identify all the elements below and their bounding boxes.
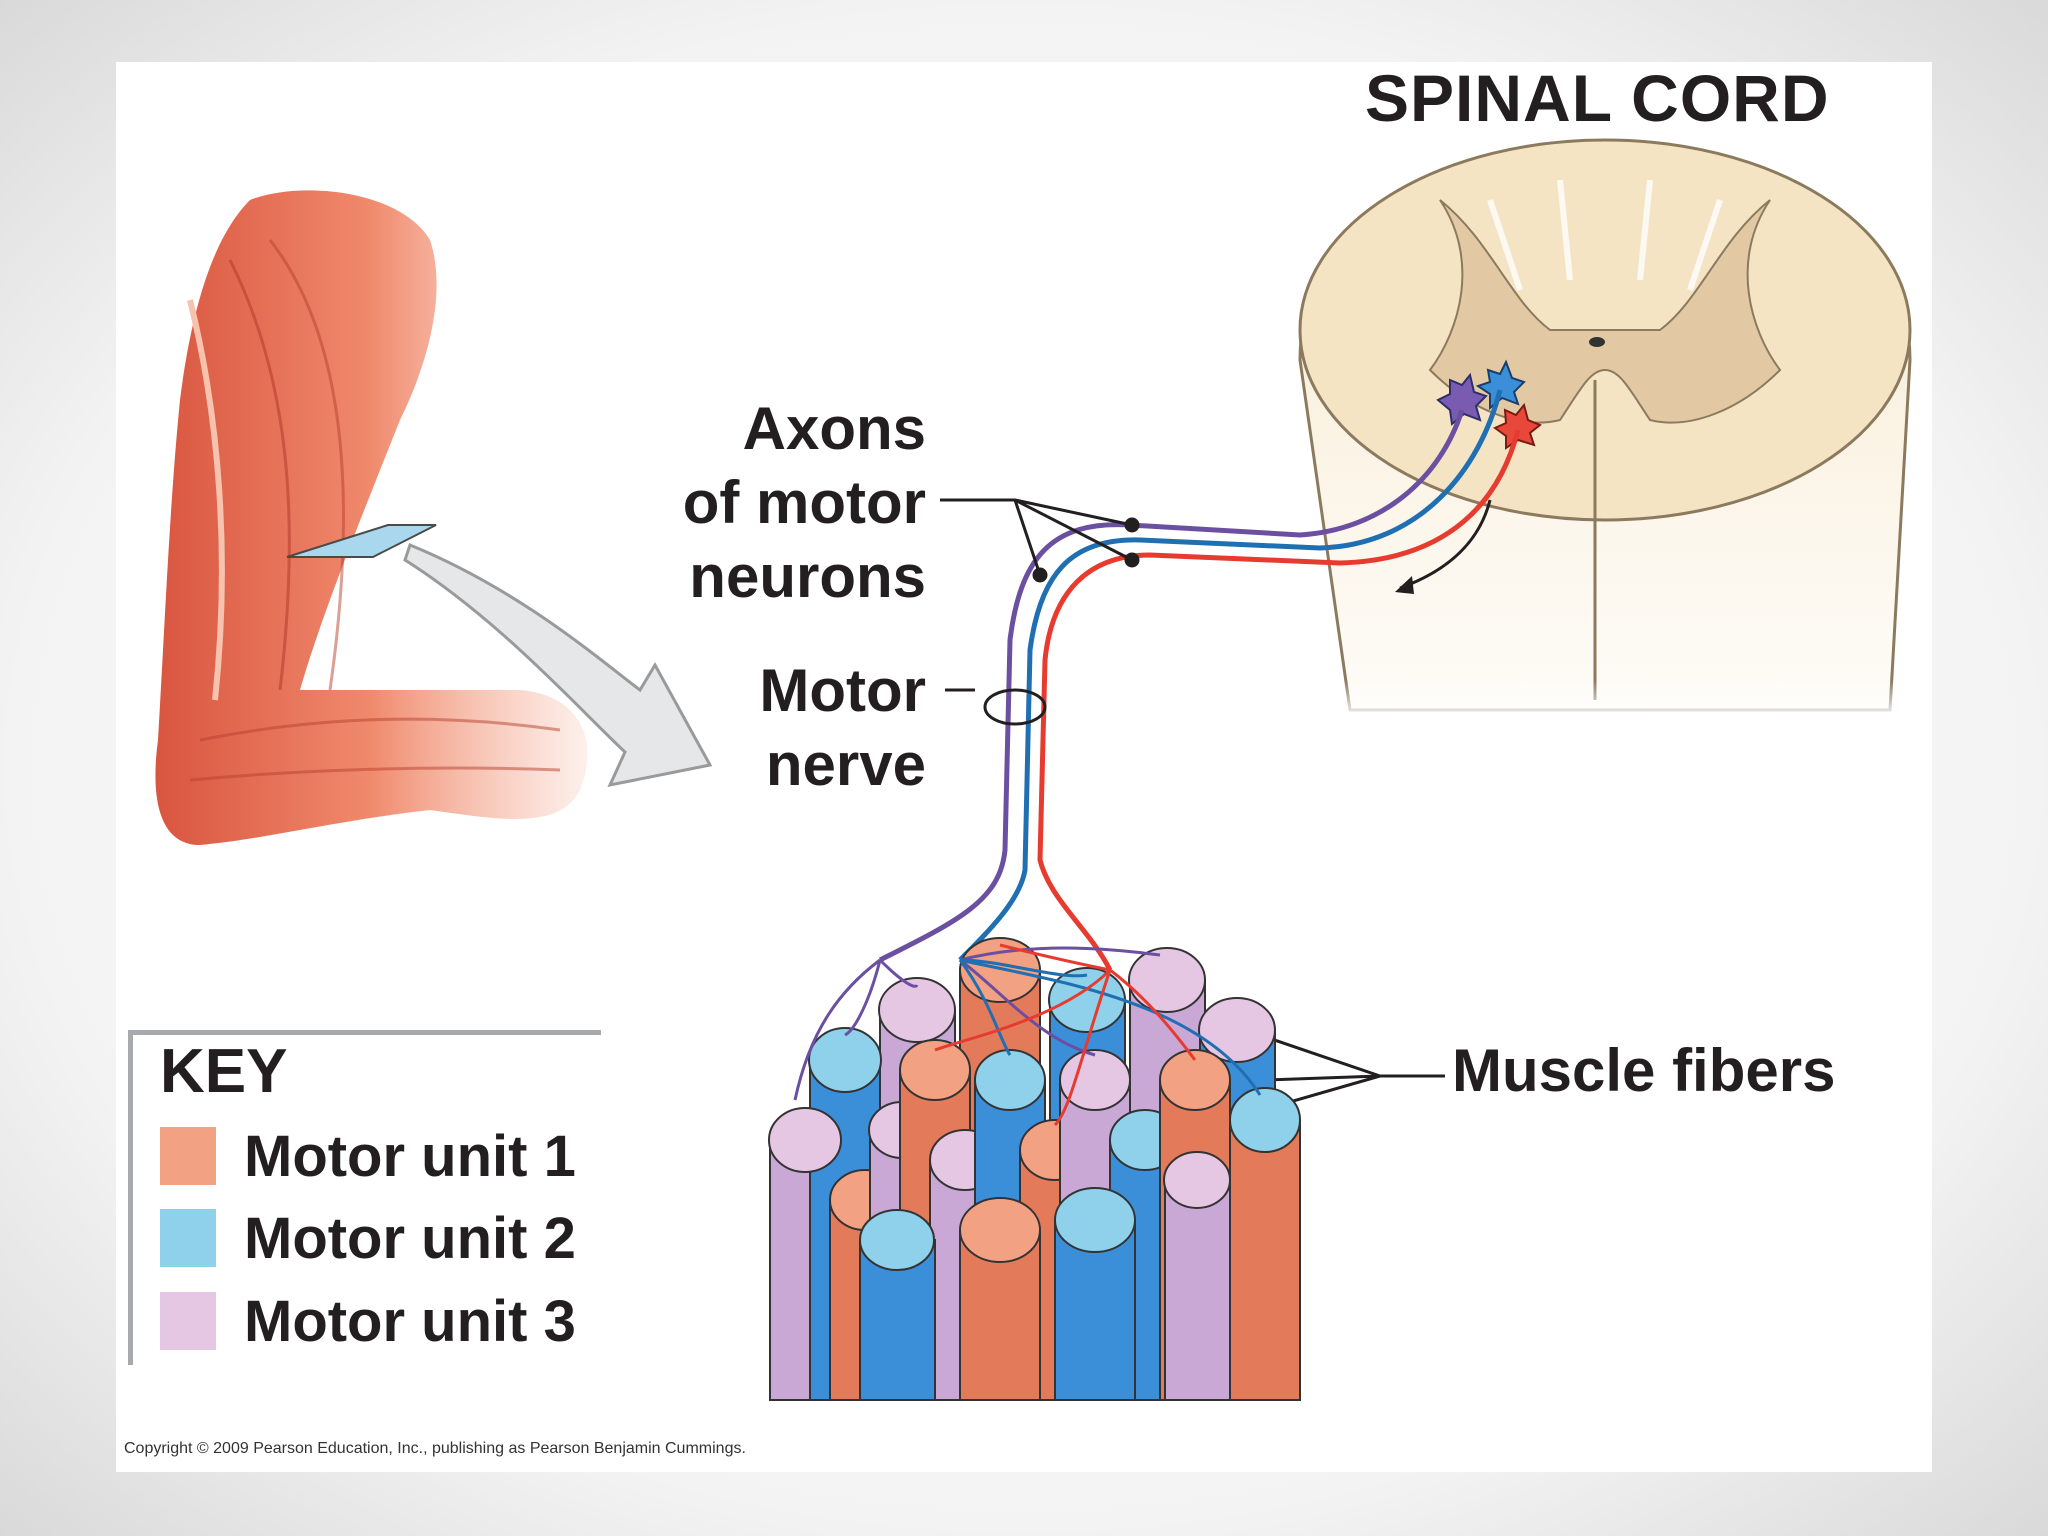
motor-neuron-axons — [878, 389, 1521, 972]
axon-branches — [793, 943, 1262, 1127]
key-label-motor-unit-2: Motor unit 2 — [244, 1205, 576, 1271]
key-label-motor-unit-3: Motor unit 3 — [244, 1288, 576, 1354]
muscle-fibers-label: Muscle fibers — [1452, 1037, 1836, 1104]
muscle-fiber-bundle — [740, 937, 1340, 1440]
key-item-motor-unit-2: Motor unit 2 — [160, 1205, 576, 1271]
axons-label-line3: neurons — [689, 543, 926, 610]
motor-nerve-label-line2: nerve — [765, 731, 926, 798]
key-label-motor-unit-1: Motor unit 1 — [244, 1123, 576, 1189]
axons-label-line2: of motor — [682, 469, 926, 536]
axons-label-line1: Axons — [742, 395, 926, 462]
motor-nerve-label: Motor nerve — [759, 654, 926, 802]
copyright-notice: Copyright © 2009 Pearson Education, Inc.… — [124, 1440, 746, 1457]
key-swatch-motor-unit-3 — [160, 1292, 216, 1350]
key-title: KEY — [160, 1037, 288, 1106]
key-item-motor-unit-3: Motor unit 3 — [160, 1288, 576, 1354]
spinal-cord-label: SPINAL CORD — [1365, 61, 1830, 135]
motor-nerve-label-line1: Motor — [759, 657, 926, 724]
key-swatch-motor-unit-2 — [160, 1209, 216, 1267]
arm-illustration — [155, 190, 713, 846]
key-swatch-motor-unit-1 — [160, 1127, 216, 1185]
spinal-cord-illustration — [1290, 138, 1930, 720]
key-frame — [128, 1030, 601, 1365]
axons-label: Axons of motor neurons — [683, 392, 926, 614]
key-item-motor-unit-1: Motor unit 1 — [160, 1123, 576, 1189]
